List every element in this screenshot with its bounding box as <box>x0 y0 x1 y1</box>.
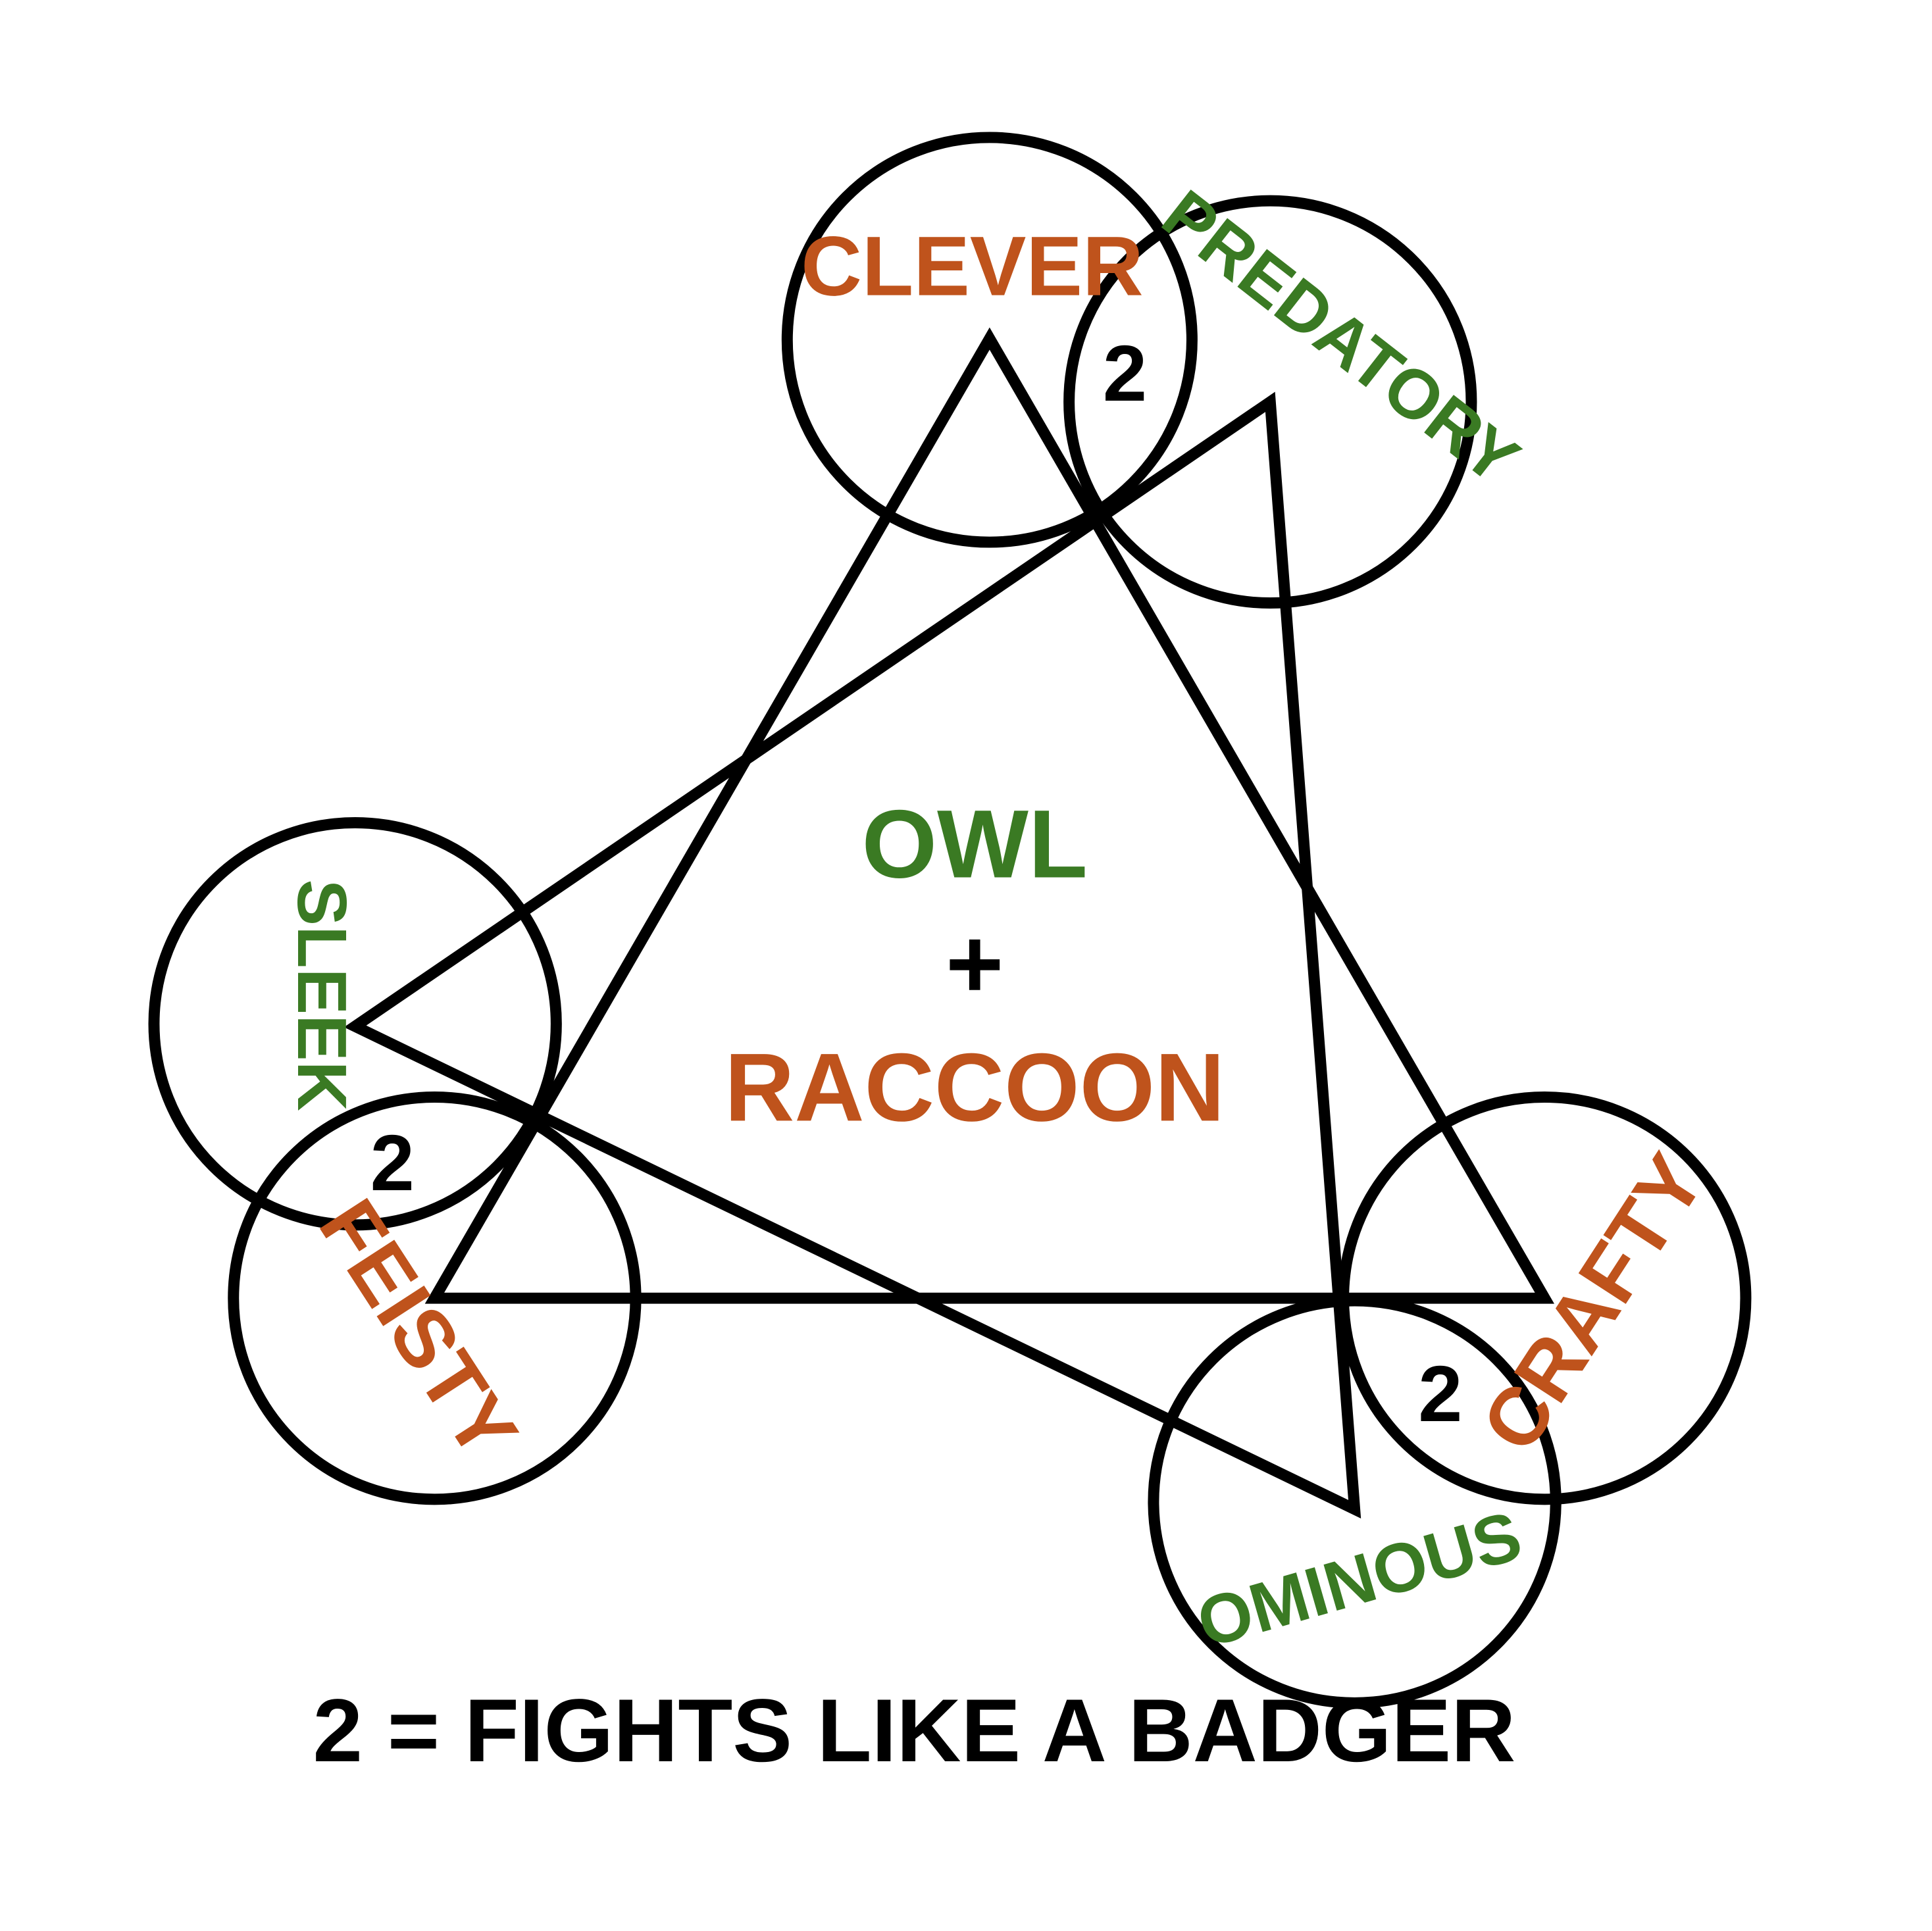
trait-sleek: SLEEK <box>283 880 361 1111</box>
center-owl: OWL <box>862 791 1088 899</box>
clever-circle <box>781 132 1198 548</box>
overlap-marker-left: 2 <box>370 1118 415 1207</box>
raccoon-triangle <box>343 391 1361 1519</box>
center-raccoon: RACCOON <box>724 1034 1225 1141</box>
predatory-circle <box>1063 195 1477 609</box>
overlap-marker-right: 2 <box>1418 1349 1462 1438</box>
sleek-circle <box>148 817 562 1231</box>
overlap-marker-top: 2 <box>1103 329 1147 418</box>
trait-clever: CLEVER <box>801 220 1143 314</box>
ominous-circle <box>1148 1295 1562 1709</box>
legend: 2 = FIGHTS LIKE A BADGER <box>313 1680 1515 1780</box>
center-plus: + <box>946 908 1004 1019</box>
feisty-circle <box>228 1091 642 1505</box>
owl-triangle <box>424 327 1555 1304</box>
